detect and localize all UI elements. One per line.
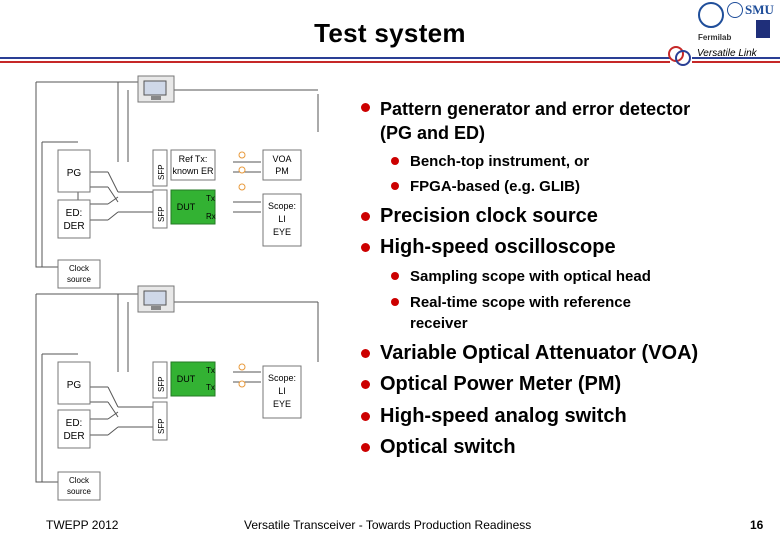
sfp-label-bottom-2: SFP	[157, 418, 166, 434]
fermilab-logo: Fermilab	[698, 33, 732, 42]
sfp-box-bottom-2	[152, 401, 168, 441]
versatile-link-label: Versatile Link	[697, 48, 757, 59]
rx-label-top: Rx	[206, 212, 216, 221]
connector-icon	[238, 166, 246, 174]
ed-label-top-1: ED:	[66, 208, 83, 219]
bullet-7: Optical switch	[380, 436, 516, 458]
scope-label-bottom-3: EYE	[273, 399, 291, 409]
cern-logo	[698, 2, 724, 28]
header-rule-blue	[0, 57, 670, 59]
clock-label-bottom-2: source	[67, 487, 92, 496]
bullet-4: Variable Optical Attenuator (VOA)	[380, 342, 699, 364]
footer-title: Versatile Transceiver - Towards Producti…	[244, 518, 532, 532]
smu-logo: SMU	[745, 2, 774, 17]
clock-box-bottom	[57, 471, 101, 501]
sub-bullet-dot	[391, 157, 399, 165]
scope-label-top-1: Scope:	[268, 201, 296, 211]
ed-box-bottom	[57, 409, 91, 449]
pg-box-bottom	[57, 361, 91, 405]
bullet-dot	[361, 349, 370, 358]
bullet-1-line-1: Pattern generator and error detector	[380, 99, 691, 119]
clock-label-top-1: Clock	[69, 264, 90, 273]
slide-title: Test system	[314, 18, 466, 48]
header-rule-red-right	[692, 61, 780, 63]
sub-bullet-dot	[391, 272, 399, 280]
tx-label-bottom-2: Tx	[206, 383, 215, 392]
pg-box-top	[57, 149, 91, 193]
sfp-label-top-2: SFP	[157, 206, 166, 222]
voa-label: VOA	[272, 154, 291, 164]
smu-seal-icon	[727, 2, 743, 18]
connector-icon	[238, 151, 246, 159]
bullet-dot	[361, 103, 370, 112]
bullet-1-line-2: (PG and ED)	[380, 123, 486, 143]
sfp-box-top-1	[152, 149, 168, 187]
clock-label-top-2: source	[67, 275, 92, 284]
header-rule-red	[0, 61, 670, 63]
tx-label-top: Tx	[206, 194, 215, 203]
sub-bullet-dot	[391, 182, 399, 190]
oxford-logo	[756, 20, 770, 38]
sfp-label-top-1: SFP	[157, 164, 166, 180]
connector-icon	[238, 183, 246, 191]
bullet-3-sub-2-line-1: Real-time scope with reference	[410, 294, 631, 311]
bullet-2: Precision clock source	[380, 205, 598, 227]
footer-conference: TWEPP 2012	[46, 518, 119, 532]
dut-box-top	[170, 189, 216, 225]
test-system-diagram: PG ED: DER SFP SFP Ref Tx: known ER DUT …	[35, 75, 319, 501]
connector-icon	[238, 380, 246, 388]
bullet-dot	[361, 212, 370, 221]
bullet-3-sub-1: Sampling scope with optical head	[410, 268, 651, 285]
pg-label-top: PG	[67, 168, 82, 179]
bullet-1-sub-2: FPGA-based (e.g. GLIB)	[410, 178, 581, 195]
sfp-label-bottom-1: SFP	[157, 376, 166, 392]
dut-label-bottom: DUT	[177, 374, 196, 384]
bullet-3: High-speed oscilloscope	[380, 236, 616, 258]
scope-label-top-2: LI	[278, 214, 286, 224]
ref-tx-box	[170, 149, 216, 181]
clock-box-top	[57, 259, 101, 289]
sub-bullet-dot	[391, 298, 399, 306]
connector-icon	[238, 363, 246, 371]
pg-label-bottom: PG	[67, 380, 82, 391]
scope-box-top	[262, 193, 302, 247]
versatile-link-logo-icon	[668, 46, 691, 66]
tx-label-bottom-1: Tx	[206, 366, 215, 375]
bullet-dot	[361, 412, 370, 421]
bullet-dot	[361, 380, 370, 389]
pm-label: PM	[275, 166, 289, 176]
ref-tx-label-1: Ref Tx:	[179, 154, 208, 164]
logo-group: SMU Fermilab	[698, 0, 780, 44]
header-rule-blue-right	[692, 57, 780, 59]
ed-label-bottom-1: ED:	[66, 418, 83, 429]
voa-pm-box	[262, 149, 302, 181]
dut-label-top: DUT	[177, 202, 196, 212]
scope-box-bottom	[262, 365, 302, 419]
clock-label-bottom-1: Clock	[69, 476, 90, 485]
top-outer-line	[35, 82, 58, 268]
bullet-1-sub-1: Bench-top instrument, or	[410, 153, 590, 170]
ed-box-top	[57, 199, 91, 239]
sfp-box-top-2	[152, 189, 168, 229]
bullet-dot	[361, 443, 370, 452]
scope-label-bottom-2: LI	[278, 386, 286, 396]
ed-label-top-2: DER	[63, 221, 84, 232]
bullet-3-sub-2-line-2: receiver	[410, 315, 468, 332]
bullet-5: Optical Power Meter (PM)	[380, 373, 622, 395]
ref-tx-label-2: known ER	[172, 166, 214, 176]
bullet-dot	[361, 243, 370, 252]
scope-label-bottom-1: Scope:	[268, 373, 296, 383]
bullet-6: High-speed analog switch	[380, 405, 627, 427]
computer-icon-top	[137, 75, 175, 103]
ed-label-bottom-2: DER	[63, 431, 84, 442]
scope-label-top-3: EYE	[273, 227, 291, 237]
sfp-box-bottom-1	[152, 361, 168, 399]
computer-icon-bottom	[137, 285, 175, 313]
dut-box-bottom	[170, 361, 216, 397]
page-number: 16	[750, 518, 764, 532]
